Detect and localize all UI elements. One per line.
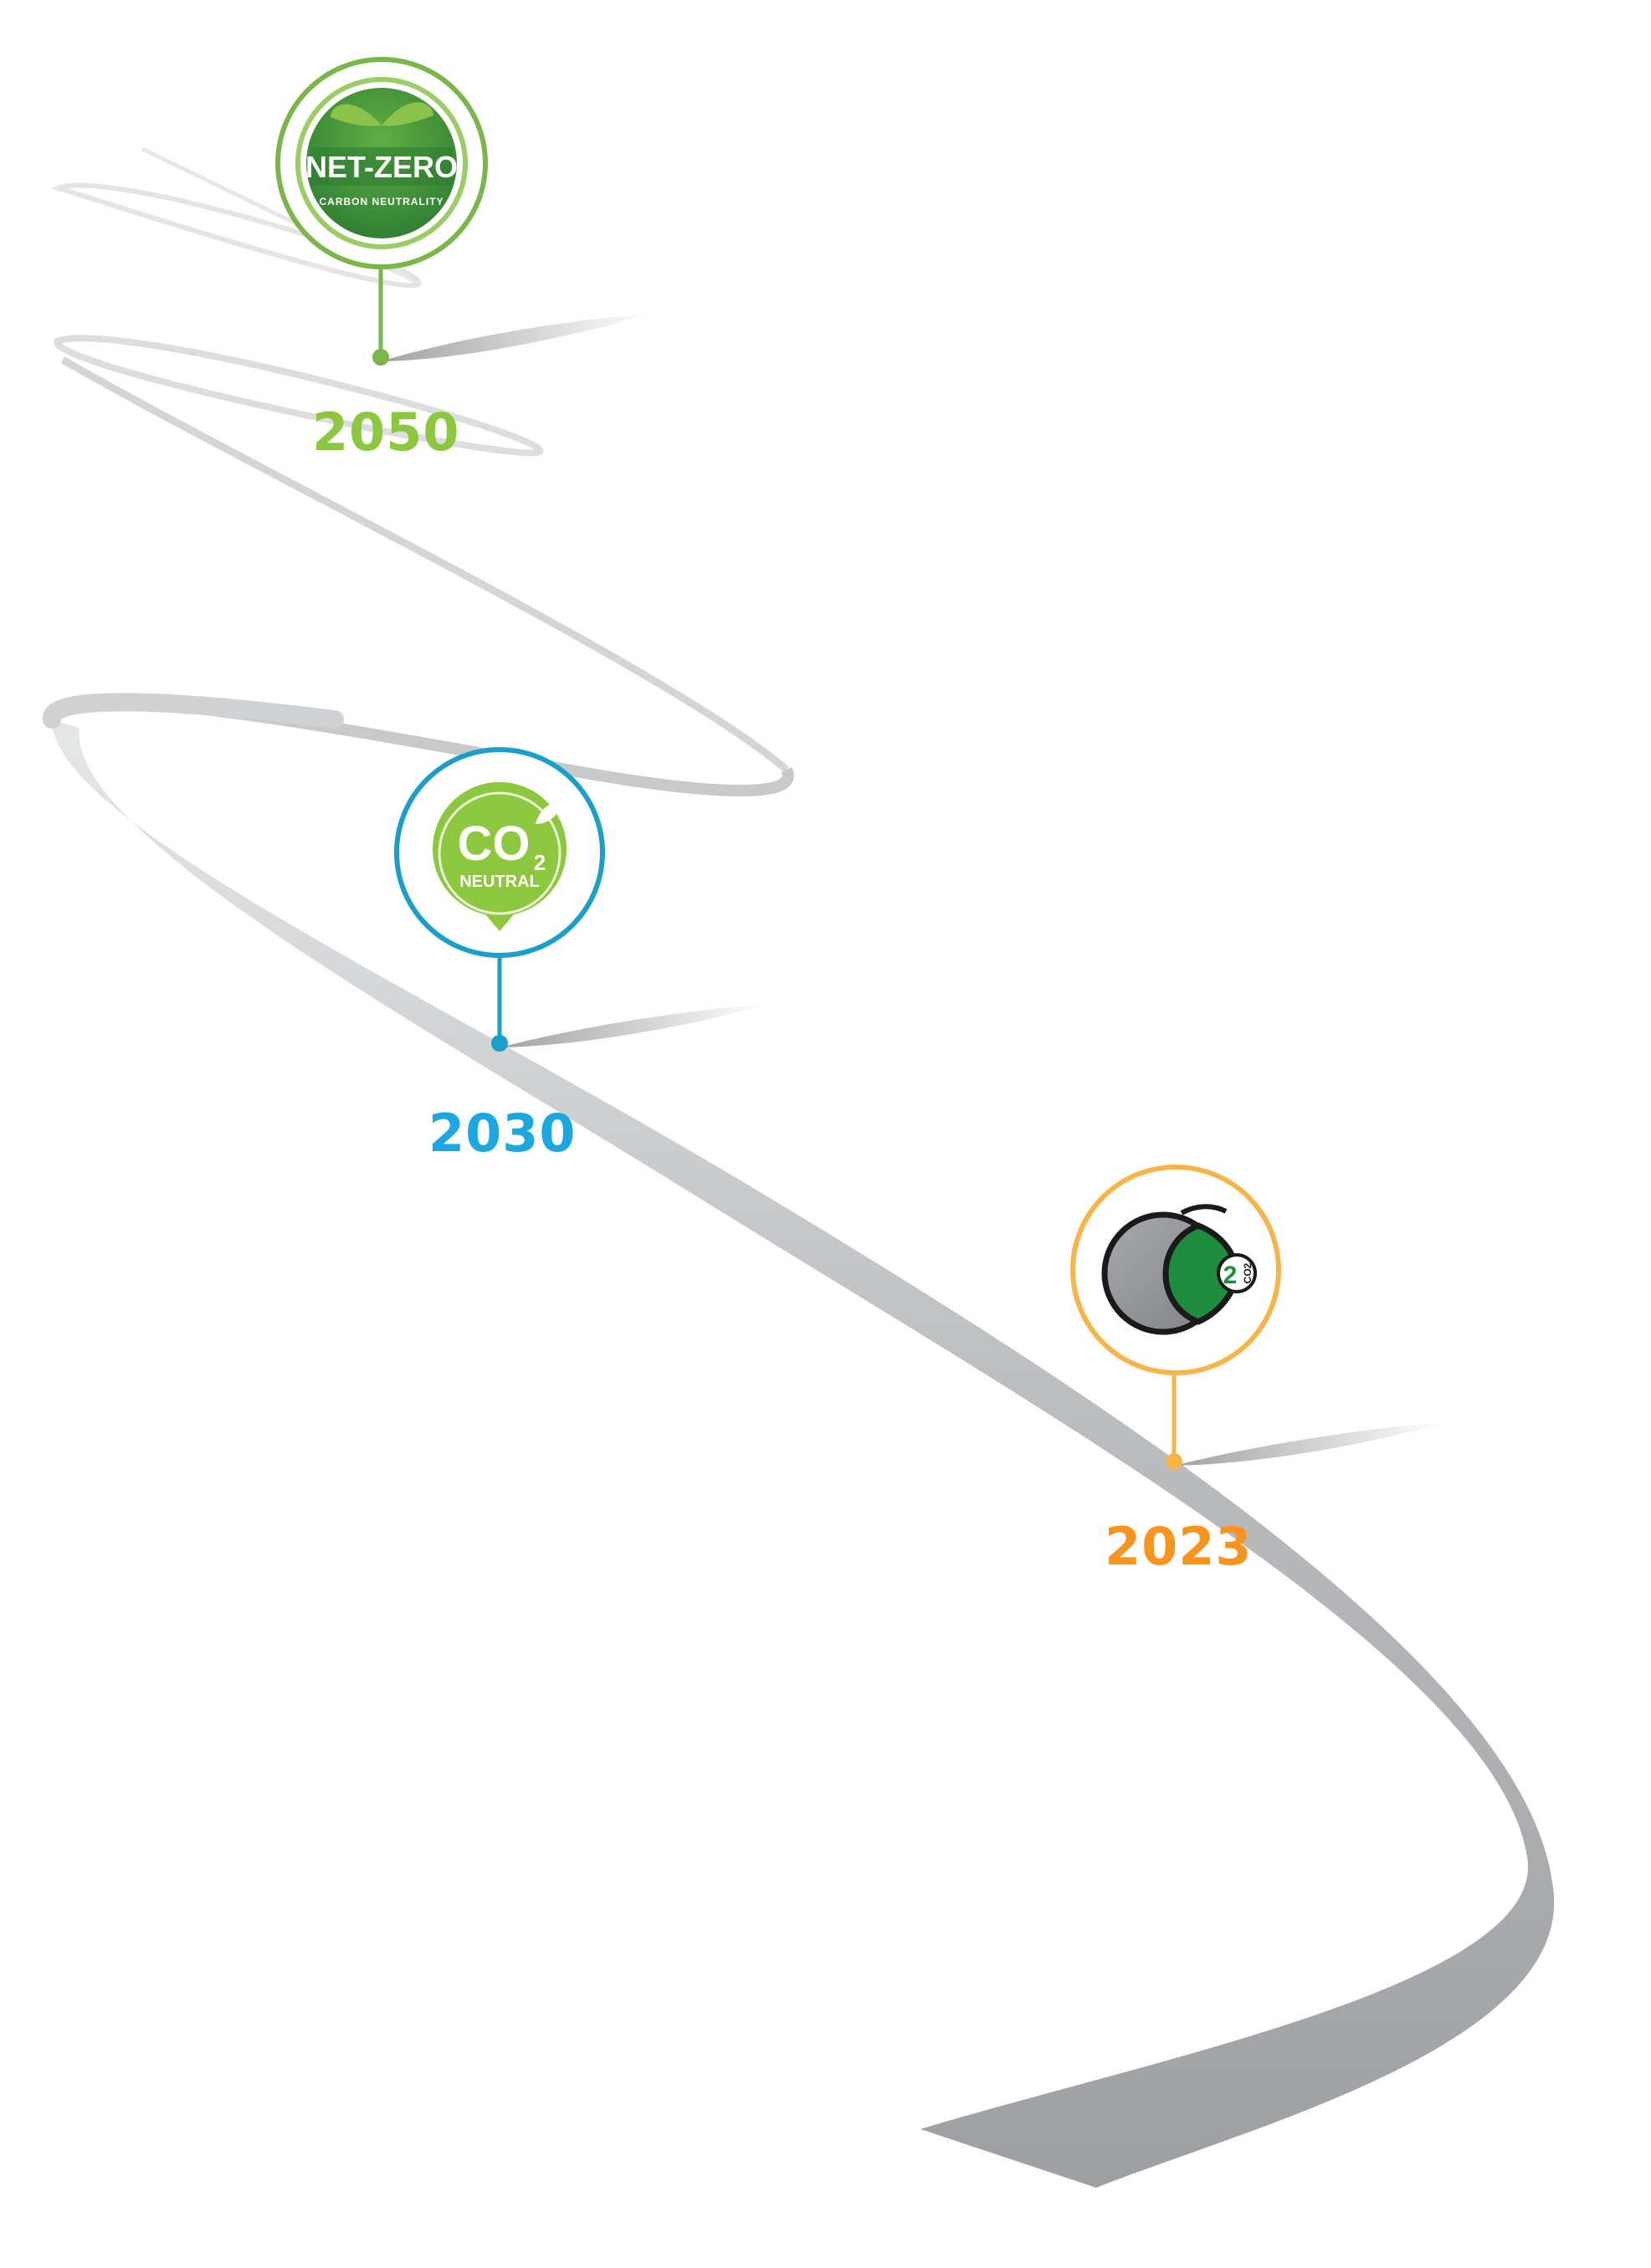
milestone-2023: 2 CO2 bbox=[1070, 1165, 1448, 1470]
net-zero-badge-icon: NET-ZERO CARBON NEUTRALITY bbox=[295, 77, 468, 249]
pin-dot bbox=[372, 349, 389, 366]
pin-shadow bbox=[500, 1004, 770, 1047]
road-far-loop-2 bbox=[54, 335, 544, 457]
badge-main-text: 2 bbox=[1223, 1262, 1238, 1289]
badge-sub-text: CARBON NEUTRALITY bbox=[320, 196, 444, 207]
badge-sub-text: NEUTRAL bbox=[459, 873, 540, 891]
road-far-loop bbox=[51, 182, 422, 289]
year-label-2023: 2023 bbox=[1105, 1516, 1253, 1577]
co2-reduction-moon-icon: 2 CO2 bbox=[1101, 1204, 1257, 1335]
co2-neutral-leaf-icon: CO 2 NEUTRAL bbox=[433, 781, 567, 931]
milestone-2030: CO 2 NEUTRAL bbox=[394, 747, 770, 1052]
pin-shadow bbox=[381, 314, 653, 361]
road-mid-loop bbox=[45, 696, 794, 797]
road-loop-inner bbox=[43, 693, 344, 729]
winding-road bbox=[43, 146, 1555, 2188]
road-mid-segment bbox=[60, 356, 789, 773]
milestone-2050: NET-ZERO CARBON NEUTRALITY bbox=[275, 57, 653, 366]
year-label-2030: 2030 bbox=[428, 1103, 577, 1164]
year-label-2050: 2050 bbox=[312, 402, 460, 463]
badge-subscript: 2 bbox=[534, 850, 546, 875]
pin-dot bbox=[491, 1035, 508, 1052]
pin-shadow bbox=[1174, 1422, 1448, 1466]
pin-dot bbox=[1166, 1453, 1182, 1470]
badge-sub-text: CO2 bbox=[1242, 1262, 1254, 1283]
road-main bbox=[51, 719, 1555, 2188]
badge-main-text: CO bbox=[458, 817, 531, 871]
badge-main-text: NET-ZERO bbox=[305, 150, 458, 184]
